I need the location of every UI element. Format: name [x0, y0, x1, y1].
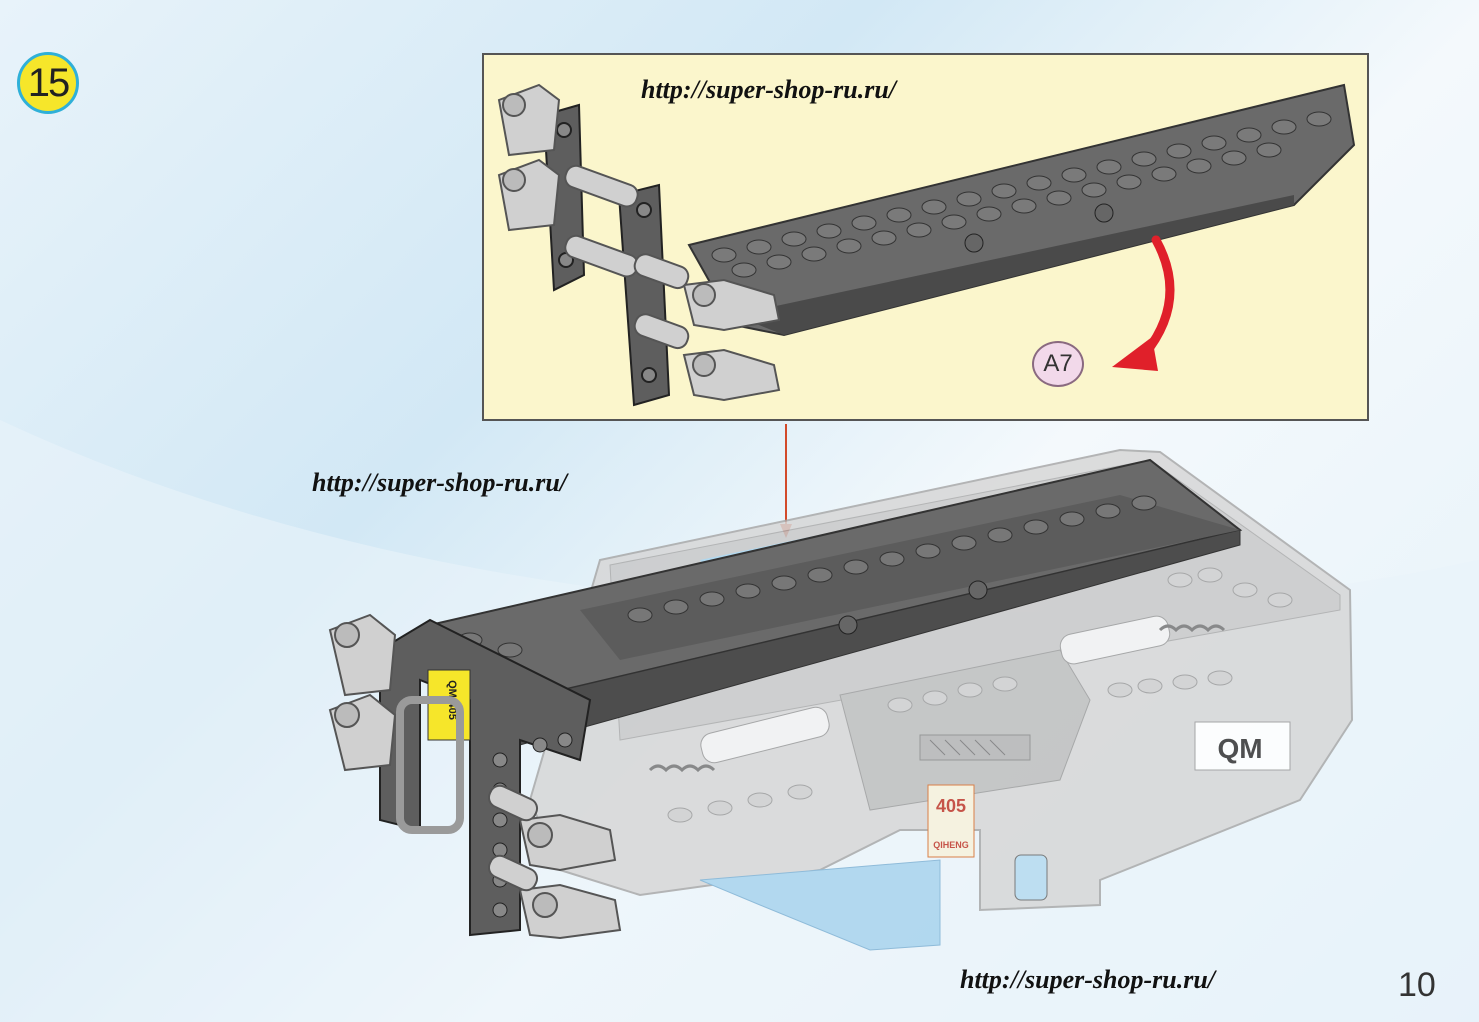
step-number: 15 [27, 60, 70, 105]
rear-sticker-text: QM [1217, 733, 1262, 764]
body-sticker-number: 405 [936, 796, 966, 816]
inset-panel: http://super-shop-ru.ru/ A7 [482, 53, 1369, 421]
body-sticker-brand: QIHENG [933, 840, 969, 850]
inset-light-connectors [497, 83, 781, 402]
reference-badge: A7 [1032, 341, 1084, 387]
inset-illustration [497, 83, 1356, 407]
step-number-badge: 15 [17, 52, 79, 114]
main-watermark-url: http://super-shop-ru.ru/ [312, 468, 568, 497]
light-connectors [328, 613, 622, 940]
inset-watermark-url: http://super-shop-ru.ru/ [641, 75, 897, 104]
main-model: QM 405 QIHENG [328, 448, 1354, 951]
inset-dark-beam [687, 83, 1356, 337]
footer-watermark-url: http://super-shop-ru.ru/ [960, 965, 1216, 994]
page-number: 10 [1398, 966, 1436, 1004]
rotate-arrow-icon [1112, 235, 1175, 371]
